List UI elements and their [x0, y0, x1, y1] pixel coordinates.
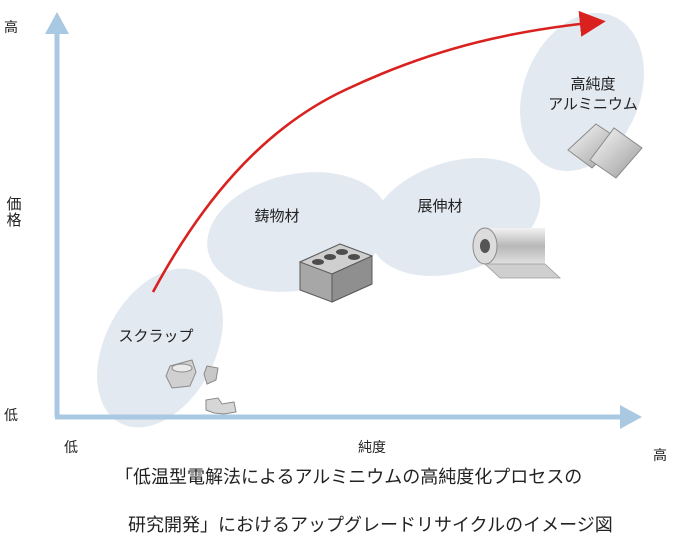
caption-line-2: 研究開発」におけるアップグレードリサイクルのイメージ図 [128, 515, 613, 536]
stage-label-wrought: 展伸材 [417, 197, 463, 215]
upgrade-arrow [151, 10, 606, 293]
x-axis-low-label: 低 [64, 440, 78, 456]
stage-blob-scrap [97, 268, 223, 428]
x-axis-title: 純度 [358, 440, 386, 456]
x-axis [55, 405, 642, 429]
stage-label-high-purity: 高純度 アルミニウム [548, 75, 638, 113]
stage-label-casting: 鋳物材 [254, 207, 300, 225]
stage-label-scrap: スクラップ [118, 327, 194, 345]
caption-line-1: 「低温型電解法によるアルミニウムの高純度化プロセスの [115, 467, 583, 488]
aluminum-sheets-icon [567, 123, 643, 179]
y-axis-title: 価格 [6, 195, 22, 229]
scrap-metal-icon [165, 359, 237, 415]
x-axis-high-label: 高 [653, 448, 667, 464]
engine-block-icon [298, 243, 374, 303]
aluminum-roll-icon [472, 227, 562, 279]
y-axis-high-label: 高 [4, 20, 18, 36]
y-axis-low-label: 低 [4, 408, 18, 424]
y-axis [45, 12, 69, 417]
